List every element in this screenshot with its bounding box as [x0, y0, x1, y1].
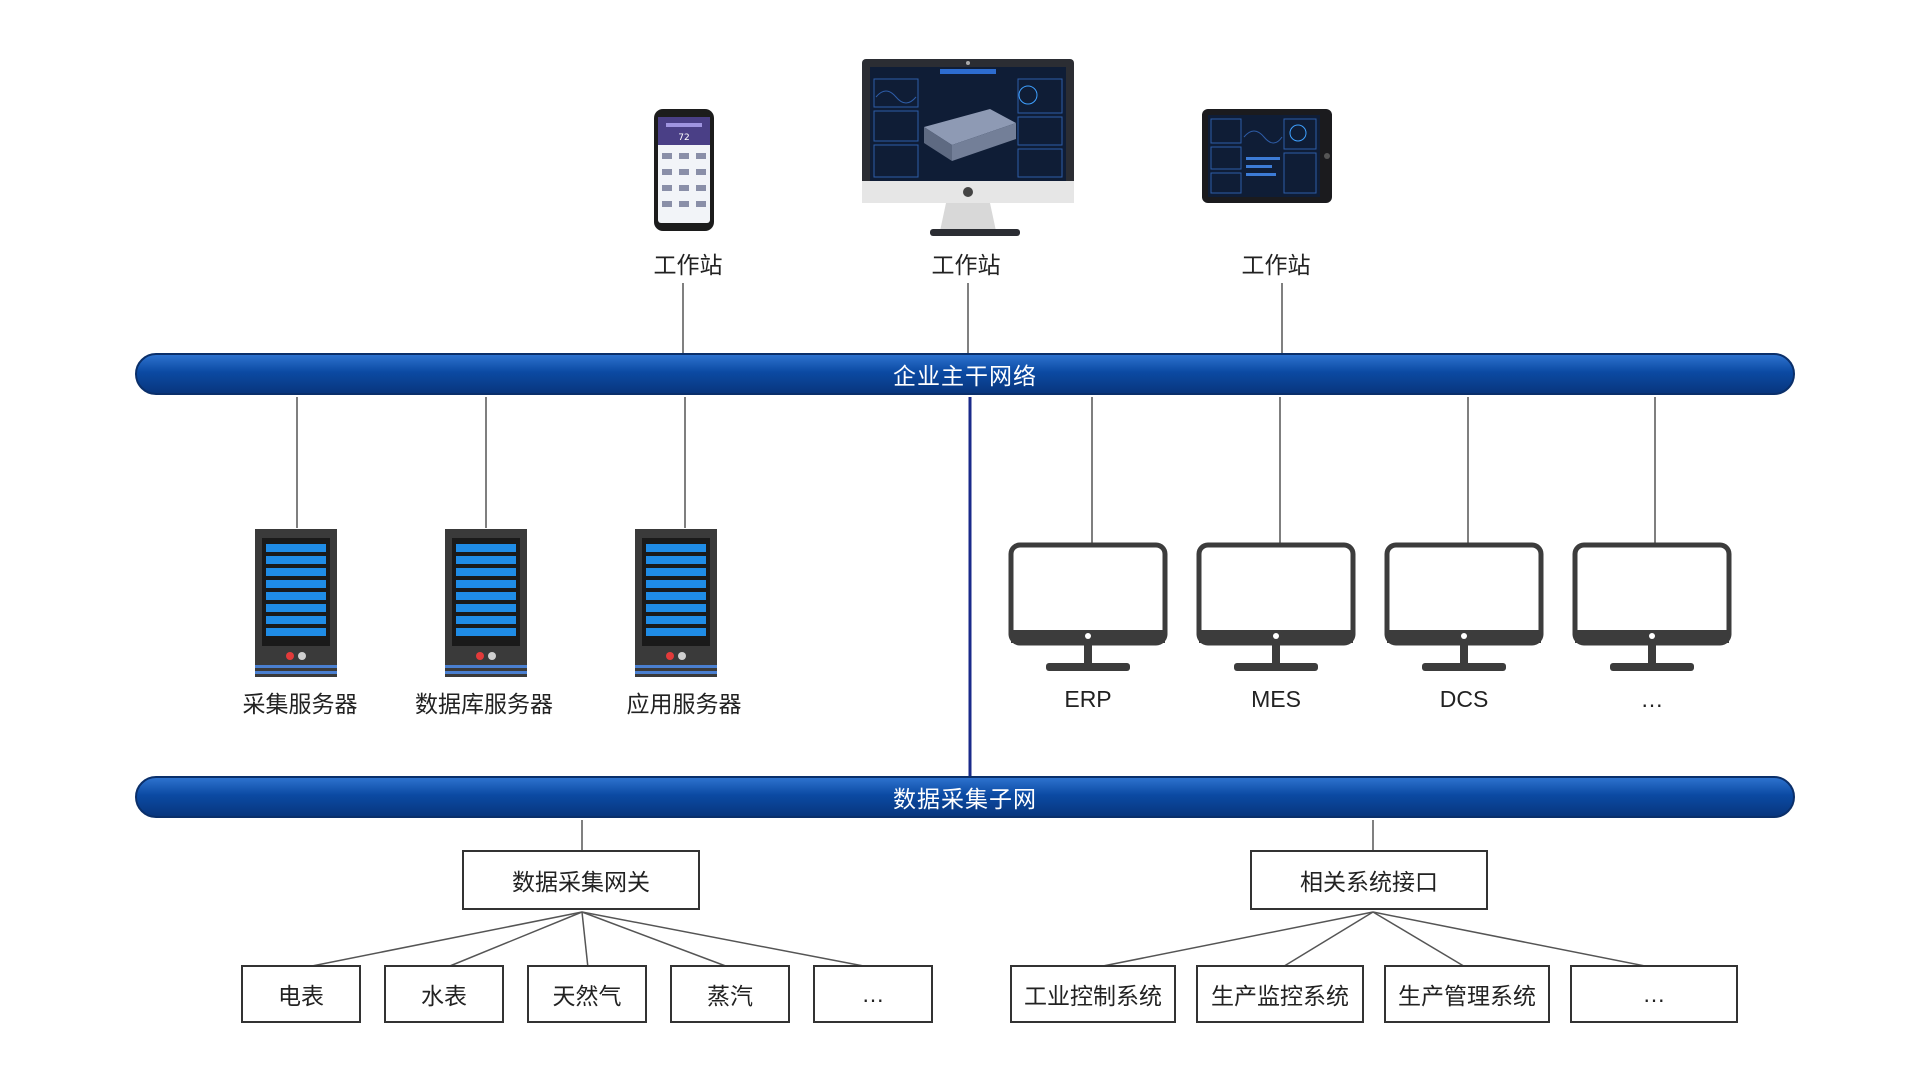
server-label-collect: 采集服务器 — [242, 691, 358, 717]
interface-child-label: 生产监控系统 — [1211, 983, 1349, 1009]
interface-child-label: 生产管理系统 — [1398, 983, 1536, 1009]
server-icon — [635, 529, 717, 677]
gateway-child-box: 蒸汽 — [670, 965, 790, 1023]
tablet-icon — [1202, 109, 1332, 203]
desktop-monitor-icon — [862, 59, 1074, 236]
gateway-child-label: 电表 — [278, 983, 324, 1009]
phone-icon: 72 — [654, 109, 714, 231]
system-label-more: … — [1640, 686, 1664, 712]
interface-child-box: 生产管理系统 — [1384, 965, 1550, 1023]
monitor-icon — [1008, 542, 1168, 671]
data-collection-subnet-bus — [135, 776, 1795, 818]
server-icon — [445, 529, 527, 677]
system-label-mes: MES — [1251, 686, 1301, 712]
workstation-label-tablet: 工作站 — [1241, 252, 1311, 278]
server-label-database: 数据库服务器 — [415, 691, 553, 717]
gateway-label: 数据采集网关 — [512, 869, 650, 895]
data-collection-subnet-label: 数据采集子网 — [893, 786, 1037, 812]
interface-child-label: 工业控制系统 — [1024, 983, 1162, 1009]
svg-text:72: 72 — [678, 133, 689, 143]
gateway-child-label: 蒸汽 — [707, 983, 753, 1009]
server-icon — [255, 529, 337, 677]
gateway-child-label: 天然气 — [552, 983, 622, 1009]
gateway-child-box: … — [813, 965, 933, 1023]
enterprise-backbone-label: 企业主干网络 — [893, 363, 1037, 389]
system-label-erp: ERP — [1064, 686, 1112, 712]
system-label-dcs: DCS — [1439, 686, 1489, 712]
workstation-label-desktop: 工作站 — [931, 252, 1001, 278]
interface-child-box: … — [1570, 965, 1738, 1023]
related-system-interface-box: 相关系统接口 — [1250, 850, 1488, 910]
gateway-child-box: 水表 — [384, 965, 504, 1023]
gateway-child-box: 电表 — [241, 965, 361, 1023]
gateway-child-label: 水表 — [421, 983, 467, 1009]
monitor-icon — [1196, 542, 1356, 671]
monitor-icon — [1384, 542, 1544, 671]
interface-child-label: … — [1642, 980, 1666, 1007]
monitor-icon — [1572, 542, 1732, 671]
gateway-child-label: … — [861, 980, 885, 1007]
data-collection-gateway-box: 数据采集网关 — [462, 850, 700, 910]
workstation-label-phone: 工作站 — [653, 252, 723, 278]
interface-child-box: 工业控制系统 — [1010, 965, 1176, 1023]
interface-child-box: 生产监控系统 — [1196, 965, 1364, 1023]
gateway-child-box: 天然气 — [527, 965, 647, 1023]
server-label-application: 应用服务器 — [626, 691, 742, 717]
enterprise-backbone-bus — [135, 353, 1795, 395]
interface-label: 相关系统接口 — [1300, 869, 1438, 895]
